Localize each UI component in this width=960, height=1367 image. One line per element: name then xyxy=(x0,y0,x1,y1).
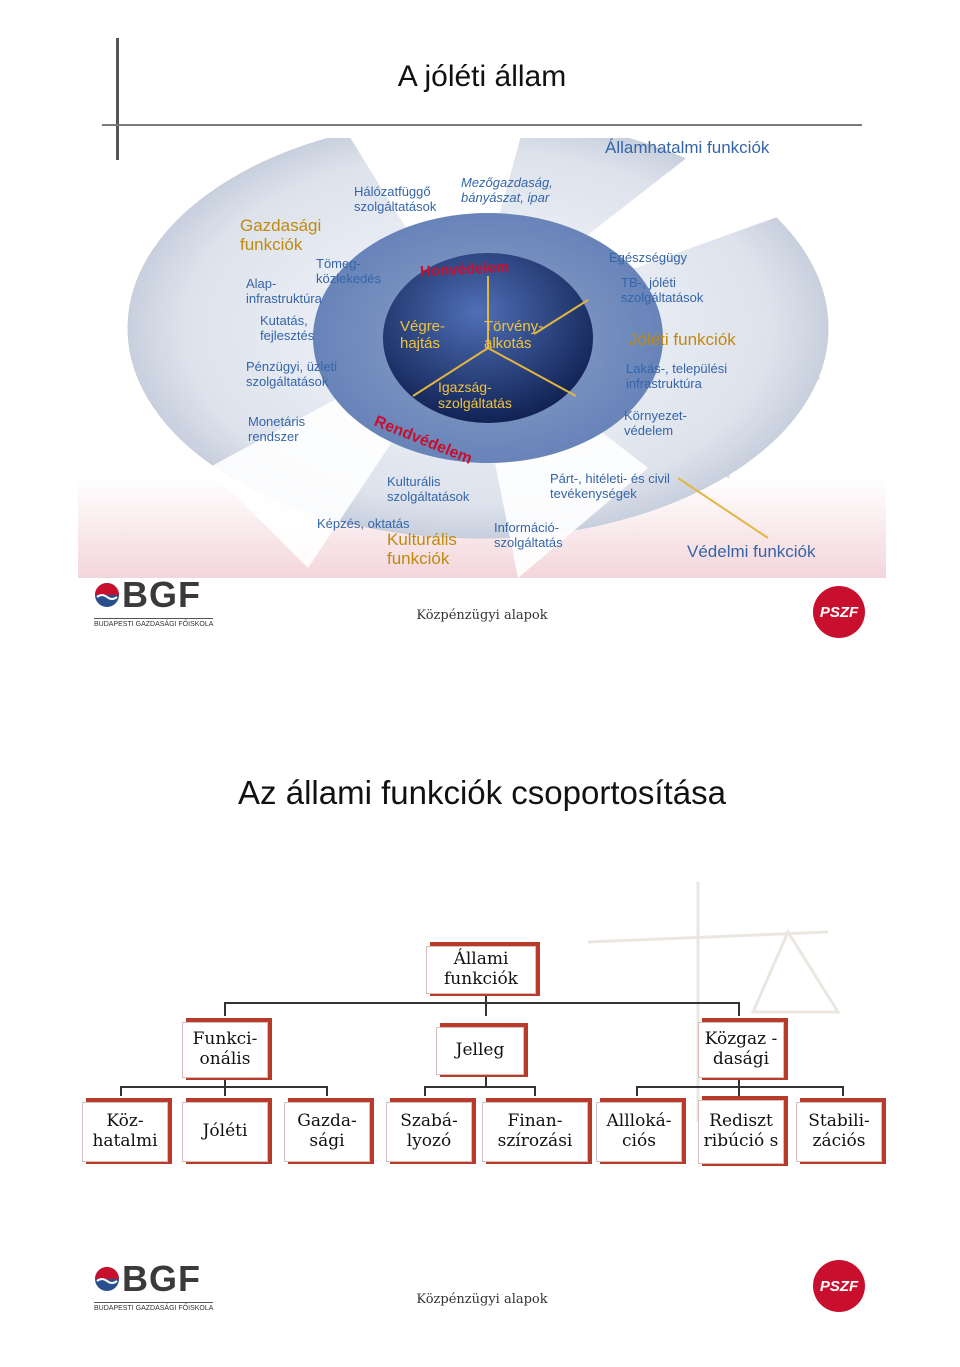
tree-connector xyxy=(120,1086,122,1096)
bgf-emblem-icon xyxy=(95,1267,119,1291)
tree-connector xyxy=(224,1002,738,1004)
tree-connector xyxy=(424,1086,536,1088)
node-allami-funkciok: Állami funkciók xyxy=(426,946,536,994)
tree-connector xyxy=(224,1002,226,1016)
slide-joleti-allam: A jóléti állam xyxy=(78,38,886,640)
leader-line xyxy=(677,477,769,539)
tree-connector xyxy=(636,1086,638,1096)
bgf-logo-subtitle: BUDAPESTI GAZDASÁGI FŐISKOLA xyxy=(94,618,214,628)
pszf-logo: PSZF xyxy=(813,586,865,638)
node-stabilizacios: Stabili- zációs xyxy=(796,1102,882,1162)
tree-connector xyxy=(738,1002,740,1016)
label-egeszsegugy: Egészségügy xyxy=(609,250,688,265)
tree-connector xyxy=(534,1086,536,1096)
label-tb: TB-, jóléti szolgáltatások xyxy=(621,275,704,305)
tree-connector xyxy=(485,1002,487,1016)
node-kozgazdasagi: Közgaz -dasági xyxy=(698,1022,784,1078)
label-penzugyi: Pénzügyi, üzleti szolgáltatások xyxy=(246,359,338,389)
label-kulturalis-funk: Kulturális funkciók xyxy=(387,530,457,569)
tree-connector xyxy=(424,1086,426,1096)
label-joleti: Jóléti funkciók xyxy=(629,330,736,349)
label-kulturalis-szolg: Kulturális szolgáltatások xyxy=(387,474,470,504)
tree-connector xyxy=(485,1076,487,1088)
slide-footer: Közpénzügyi alapok xyxy=(416,608,548,623)
slide-title: A jóléti állam xyxy=(397,60,567,93)
slide-title: Az állami funkciók csoportosítása xyxy=(238,774,726,811)
bgf-logo-subtitle: BUDAPESTI GAZDASÁGI FŐISKOLA xyxy=(94,1302,214,1312)
label-alap: Alap- infrastruktúra xyxy=(246,276,322,306)
leader-line xyxy=(533,299,589,335)
label-halozatfuggo: Hálózatfüggő szolgáltatások xyxy=(354,184,437,214)
node-jelleg: Jelleg xyxy=(436,1027,524,1075)
node-allokacios: Allloká- ciós xyxy=(596,1102,682,1162)
label-allamhatalmi: Államhatalmi funkciók xyxy=(605,138,770,157)
label-gazdasagi: Gazdasági funkciók xyxy=(240,216,322,255)
label-informacio: Információ- szolgáltatás xyxy=(494,520,563,550)
label-vegrehajtas: Végre- hajtás xyxy=(400,318,446,352)
label-vedelmi: Védelmi funkciók xyxy=(687,542,816,561)
node-redisztribucios: Rediszt ribúció s xyxy=(698,1100,784,1164)
tree-connector xyxy=(224,1076,226,1088)
label-kutatas: Kutatás, fejlesztés xyxy=(260,313,315,343)
label-igazsag: Igazság- szolgáltatás xyxy=(438,379,512,411)
node-funkcionalis: Funkci- onális xyxy=(182,1022,268,1078)
label-kornyezet: Környezet- védelem xyxy=(624,408,687,438)
divider-line xyxy=(487,347,577,397)
bgf-logo-name: BGF xyxy=(122,574,201,615)
label-tomeg: Tömeg- közlekedés xyxy=(316,256,382,286)
label-monetaris: Monetáris rendszer xyxy=(248,414,306,444)
tree-connector xyxy=(842,1086,844,1096)
slide-footer: Közpénzügyi alapok xyxy=(416,1292,548,1307)
slide-accent-horizontal-line xyxy=(102,124,862,126)
bgf-logo-name: BGF xyxy=(122,1258,201,1299)
label-lakas: Lakás-, települési infrastruktúra xyxy=(626,361,728,391)
tree-connector xyxy=(738,1076,740,1088)
label-part: Párt-, hitéleti- és civil tevékenységek xyxy=(550,471,670,501)
node-gazdasagi: Gazda- sági xyxy=(284,1102,370,1162)
label-mezogazdasag: Mezőgazdaság, bányászat, ipar xyxy=(461,175,553,205)
node-kozhatalmi: Köz- hatalmi xyxy=(82,1102,168,1162)
pszf-logo: PSZF xyxy=(813,1260,865,1312)
slide-funkciok-csoportositasa: Az állami funkciók csoportosítása Állami… xyxy=(78,722,886,1324)
tree-connector xyxy=(636,1086,844,1088)
tree-connector xyxy=(485,992,487,1002)
node-joleti: Jóléti xyxy=(182,1102,268,1162)
tree-connector xyxy=(224,1086,226,1096)
bgf-emblem-icon xyxy=(95,583,119,607)
state-functions-diagram xyxy=(78,138,886,578)
slide-accent-vertical-bar xyxy=(116,38,119,160)
bgf-logo: BGF BUDAPESTI GAZDASÁGI FŐISKOLA xyxy=(92,574,242,634)
bgf-logo: BGF BUDAPESTI GAZDASÁGI FŐISKOLA xyxy=(92,1258,242,1318)
node-finanszirozasi: Finan- szírozási xyxy=(482,1102,588,1162)
label-kepzes: Képzés, oktatás xyxy=(317,516,410,531)
tree-connector xyxy=(326,1086,328,1096)
divider-line xyxy=(412,347,489,397)
label-torvenyalkotas: Törvény- alkotás xyxy=(484,318,544,352)
tree-connector xyxy=(738,1086,740,1096)
node-szabalyozo: Szabá- lyozó xyxy=(386,1102,472,1162)
